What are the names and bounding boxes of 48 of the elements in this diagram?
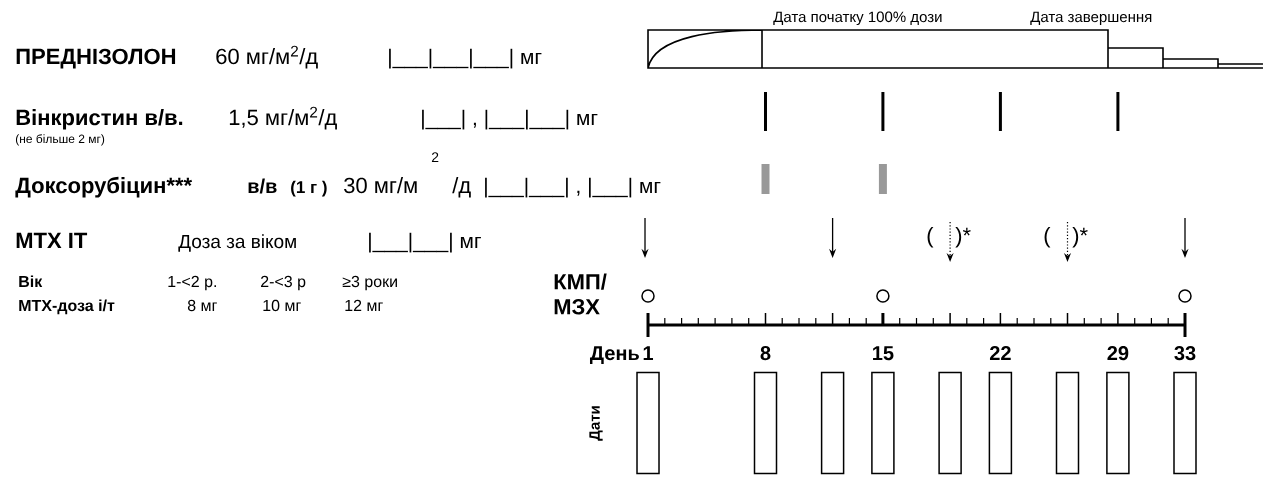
axis-title: КМП/ МЗХ	[554, 273, 607, 315]
drug-name: MTX IT	[16, 232, 88, 248]
day-number: 29	[1107, 346, 1129, 361]
note: (не більше 2 мг)	[15, 134, 105, 146]
date-box	[1055, 371, 1080, 475]
bracket-text: (	[927, 227, 934, 248]
drug-name: Вінкристин в/в.	[16, 109, 183, 130]
fill-in-line: |___|___| мг	[369, 232, 481, 253]
date-box	[988, 371, 1013, 475]
route-text: в/в	[248, 178, 277, 194]
table-cell: ≥3 роки	[342, 275, 397, 291]
fill-in-line: |___|___| , |___| мг	[485, 177, 661, 198]
drug-name: ПРЕДНІЗОЛОН	[16, 48, 176, 69]
day-number: 33	[1174, 346, 1196, 361]
day-number: 8	[760, 346, 771, 361]
drug-name: Доксорубіцин***	[15, 176, 193, 198]
table-cell: 1-<2 р.	[168, 275, 216, 291]
day-number: 15	[873, 346, 894, 361]
table-cell: 12 мг	[345, 299, 383, 311]
date-box	[1106, 371, 1130, 475]
date-box	[820, 371, 845, 475]
bracket-text: )*	[955, 227, 971, 248]
table-cell: 2-<3 р	[261, 275, 306, 291]
date-box	[1173, 371, 1197, 475]
table-cell: 10 мг	[263, 299, 301, 312]
note: (1 г )	[291, 180, 327, 197]
date-box	[938, 371, 962, 475]
row-header: МТХ-доза і/т	[19, 299, 115, 315]
fill-in-line: |___|___|___| мг	[389, 48, 542, 69]
dose-text: 30 мг/м	[344, 177, 417, 194]
axis-label: Дати	[589, 406, 603, 441]
superscript: 2	[431, 152, 439, 162]
date-box	[636, 371, 660, 475]
bracket-text: )*	[1072, 227, 1088, 248]
column-header: Дата початку 100% дози	[773, 11, 942, 26]
day-number: 22	[989, 346, 1011, 360]
column-header: Дата завершення	[1030, 11, 1152, 26]
date-box	[871, 371, 895, 475]
dose-text: 1,5 мг/м$^{2}$/д	[229, 106, 337, 130]
axis-label: День	[590, 346, 639, 364]
dose-text: Доза за віком	[178, 234, 296, 252]
row-header: Вік	[19, 275, 43, 287]
table-cell: 8 мг	[187, 299, 217, 312]
date-box	[753, 371, 778, 475]
fill-in-line: |___| , |___|___| мг	[422, 109, 598, 130]
bracket-text: (	[1044, 227, 1051, 248]
dose-text: /д	[452, 177, 471, 198]
dose-text: 60 мг/м$^{2}$/д	[216, 45, 318, 69]
